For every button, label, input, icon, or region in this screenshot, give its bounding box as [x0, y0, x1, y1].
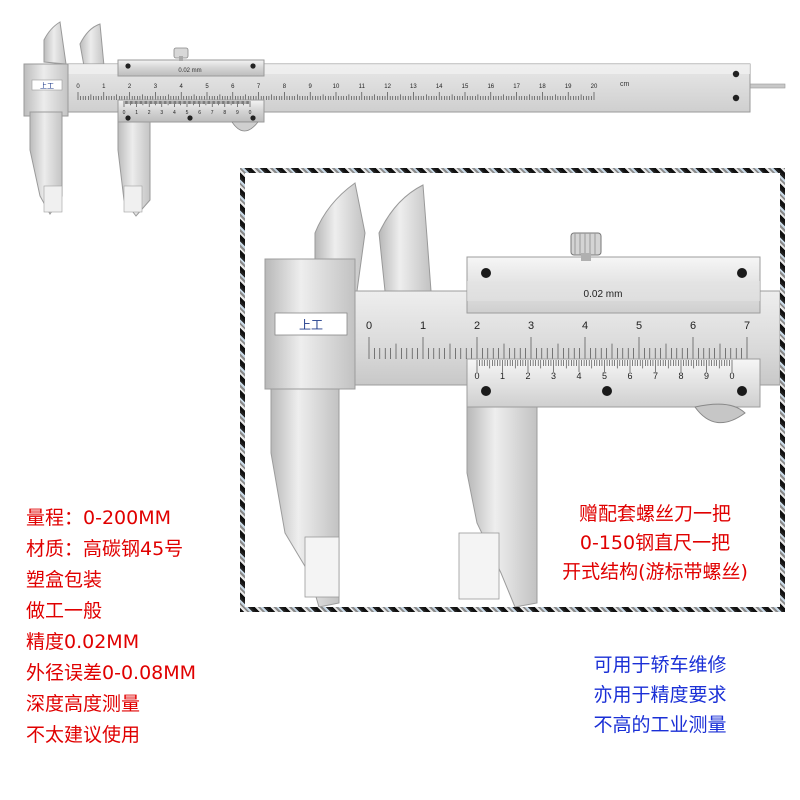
accessory-structure: 开式结构(游标带螺丝) [562, 561, 748, 583]
caliper-top-scale-number: 9 [309, 84, 313, 90]
caliper-top-scale-number: 19 [565, 84, 572, 90]
caliper-closeup-vernier-label: 0.02 mm [584, 289, 623, 300]
caliper-top-scale-number: 10 [333, 84, 340, 90]
spec-list: 量程：0-200MM 材质：高碳钢45号 塑盒包装 做工一般 精度0.02MM … [26, 503, 196, 751]
caliper-top-scale-number: 6 [231, 84, 235, 90]
spec-precision: 精度0.02MM [26, 631, 140, 653]
caliper-closeup-vernier-number: 5 [602, 371, 607, 381]
caliper-closeup-scale-number: 0 [366, 320, 372, 332]
caliper-top-scale-number: 14 [436, 84, 443, 90]
screw-icon [737, 268, 747, 278]
caliper-closeup-vernier-number: 0 [729, 371, 734, 381]
spec-packaging: 塑盒包装 [26, 569, 103, 591]
caliper-closeup-scale-number: 5 [636, 320, 642, 332]
usage-precision: 亦用于精度要求 [593, 684, 727, 706]
usage-car-repair: 可用于轿车维修 [593, 654, 727, 676]
screw-icon [737, 386, 747, 396]
screw-icon [125, 115, 131, 121]
caliper-top-vernier-number: 0 [249, 110, 252, 116]
caliper-top-vernier-number: 4 [173, 110, 176, 116]
caliper-closeup-vernier-number: 9 [704, 371, 709, 381]
caliper-top-scale-number: 13 [410, 84, 417, 90]
spec-depth-height: 深度高度测量 [26, 693, 141, 715]
caliper-top-brand: 上工 [40, 81, 54, 90]
accessory-screwdriver: 赠配套螺丝刀一把 [578, 503, 731, 525]
accessory-steel-ruler: 0-150钢直尺一把 [579, 532, 731, 554]
screw-icon [125, 63, 131, 69]
caliper-top-scale-number: 3 [154, 84, 158, 90]
caliper-top-scale-number: 18 [539, 84, 546, 90]
caliper-top-scale-number: 16 [487, 84, 494, 90]
caliper-top-scale-number: 0 [76, 84, 80, 90]
caliper-top-scale-number: 20 [591, 84, 598, 90]
caliper-top-scale-number: 5 [205, 84, 209, 90]
caliper-closeup-vernier-number: 4 [576, 371, 581, 381]
caliper-top-vernier-number: 1 [135, 110, 138, 116]
screw-icon [481, 268, 491, 278]
caliper-closeup-photo: 上工 0 1 2 3 4 5 6 7 0.02 mm 0 1 2 3 4 5 6 7 8 9 0 [264, 182, 780, 607]
caliper-closeup-scale-number: 4 [582, 320, 588, 332]
screw-icon [732, 94, 740, 102]
caliper-top-vernier-number: 8 [223, 110, 226, 116]
caliper-closeup-vernier-number: 8 [678, 371, 683, 381]
screw-icon [250, 115, 256, 121]
caliper-closeup-vernier-number: 0 [474, 371, 479, 381]
caliper-top-scale-number: 15 [462, 84, 469, 90]
caliper-top-vernier-number: 9 [236, 110, 239, 116]
spec-range: 量程：0-200MM [26, 507, 171, 529]
caliper-top-scale-number: 7 [257, 84, 261, 90]
screw-icon [481, 386, 491, 396]
caliper-closeup-scale-number: 3 [528, 320, 534, 332]
screw-icon [732, 70, 740, 78]
caliper-closeup-scale-number: 6 [690, 320, 696, 332]
caliper-closeup-vernier-scale: 0 1 2 3 4 5 6 7 8 9 0 [474, 360, 735, 381]
closeup-frame: 上工 0 1 2 3 4 5 6 7 0.02 mm 0 1 2 3 4 5 6 7 8 9 0 [240, 168, 785, 612]
caliper-top-unit: cm [620, 81, 630, 88]
caliper-top-vernier-number: 7 [211, 110, 214, 116]
spec-advice: 不太建议使用 [26, 724, 141, 746]
caliper-top-scale-number: 4 [180, 84, 184, 90]
caliper-top-vernier-number: 0 [123, 110, 126, 116]
caliper-top-vernier-number: 6 [198, 110, 201, 116]
caliper-closeup-vernier-number: 6 [627, 371, 632, 381]
spec-material: 材质：高碳钢45号 [26, 538, 184, 560]
caliper-top-vernier-number: 5 [186, 110, 189, 116]
caliper-closeup-vernier-number: 7 [653, 371, 658, 381]
screw-icon [250, 63, 256, 69]
caliper-top-vernier-label: 0.02 mm [178, 68, 201, 74]
caliper-closeup-brand: 上工 [299, 318, 323, 332]
caliper-top-vernier-scale: 0 1 2 3 4 5 6 7 8 9 0 [123, 101, 252, 116]
usage-industrial: 不高的工业测量 [593, 714, 727, 736]
caliper-top-scale-number: 12 [384, 84, 391, 90]
screw-icon [187, 115, 193, 121]
caliper-top-scale-number: 17 [513, 84, 520, 90]
caliper-closeup-main-scale: 0 1 2 3 4 5 6 7 [366, 320, 750, 359]
spec-outer-error: 外径误差0-0.08MM [26, 662, 197, 684]
caliper-top-scale-number: 11 [359, 84, 366, 90]
caliper-top-scale-number: 8 [283, 84, 287, 90]
caliper-top-scale-number: 2 [128, 84, 132, 90]
caliper-closeup-scale-number: 1 [420, 320, 426, 332]
accessories-list: 赠配套螺丝刀一把 0-150钢直尺一把 开式结构(游标带螺丝) [520, 500, 790, 587]
caliper-closeup-scale-number: 7 [744, 320, 750, 332]
caliper-top-vernier-number: 2 [148, 110, 151, 116]
caliper-closeup-scale-number: 2 [474, 320, 480, 332]
caliper-top-vernier-number: 3 [160, 110, 163, 116]
spec-workmanship: 做工一般 [26, 600, 103, 622]
usage-list: 可用于轿车维修 亦用于精度要求 不高的工业测量 [540, 650, 780, 740]
caliper-closeup-vernier-number: 1 [500, 371, 505, 381]
caliper-top-scale-number: 1 [102, 84, 106, 90]
caliper-closeup-vernier-number: 2 [525, 371, 530, 381]
caliper-closeup-vernier-number: 3 [551, 371, 556, 381]
screw-icon [602, 386, 612, 396]
